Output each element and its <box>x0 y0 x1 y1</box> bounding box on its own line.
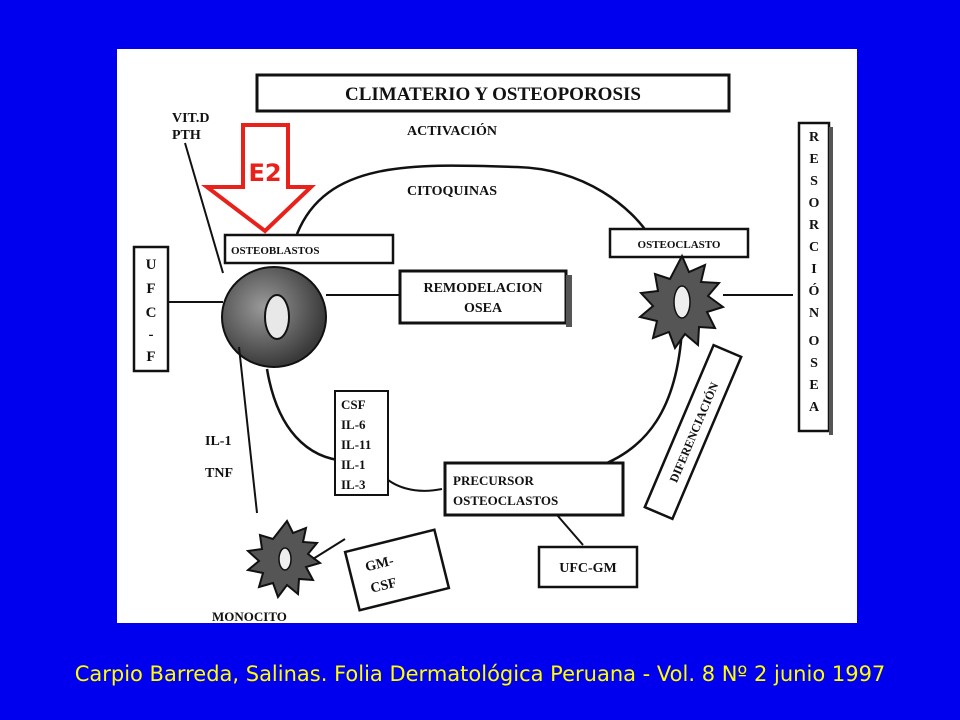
ufcf-letter: F <box>146 349 155 365</box>
precursor-label-2: OSTEOCLASTOS <box>453 493 558 508</box>
resorcion-letters: R E S O R C I Ó N O S E A <box>809 130 820 415</box>
cytokine-item: IL-1 <box>341 457 366 472</box>
vitd-line <box>184 142 224 274</box>
cycle-arc-right <box>596 328 684 469</box>
ufcgm-line <box>556 514 584 546</box>
resorcion-shadow <box>829 127 833 435</box>
resorcion-letter: O <box>809 334 820 349</box>
monocito-nucleus-icon <box>278 547 292 571</box>
remodelacion-label-2: OSEA <box>464 301 503 316</box>
resorcion-box <box>797 121 831 433</box>
monocito-line <box>312 538 346 560</box>
resorcion-letter: E <box>809 152 818 167</box>
resorcion-letter: C <box>809 240 819 255</box>
ufcf-letters: U F C - F <box>146 257 157 365</box>
precursor-box <box>443 461 625 517</box>
diagram-title: CLIMATERIO Y OSTEOPOROSIS <box>345 84 641 105</box>
cytokine-box <box>334 390 389 496</box>
resorcion-letter: N <box>809 306 819 321</box>
il1-line <box>238 346 258 514</box>
resorcion-letter: Ó <box>809 282 820 299</box>
remodelacion-shadow <box>566 275 572 327</box>
estrogen-arrow-icon <box>201 123 316 234</box>
ufcgm-label: UFC-GM <box>559 561 617 576</box>
osteoclasto-label: OSTEOCLASTO <box>638 239 721 251</box>
il1-label: IL-1 <box>205 434 231 449</box>
cytokine-item: IL-6 <box>341 417 366 432</box>
osteoclasto-box <box>608 227 750 259</box>
tnf-label: TNF <box>205 466 233 481</box>
osteoblastos-box <box>223 233 395 265</box>
cytokine-item: CSF <box>341 397 366 412</box>
osteoblastos-label: OSTEOBLASTOS <box>231 245 319 257</box>
activacion-label: ACTIVACIÓN <box>407 122 497 139</box>
citation: Carpio Barreda, Salinas. Folia Dermatoló… <box>74 662 886 686</box>
cytokine-item: IL-11 <box>341 437 371 452</box>
citoquinas-label: CITOQUINAS <box>407 184 497 199</box>
resorcion-letter: R <box>809 218 820 233</box>
ufcf-letter: U <box>146 257 157 273</box>
ufcf-letter: - <box>149 327 154 343</box>
resorcion-letter: A <box>809 400 820 415</box>
ufcf-letter: C <box>146 305 157 321</box>
vitd-label: VIT.D <box>172 111 209 126</box>
pth-label: PTH <box>172 128 201 143</box>
precursor-label-1: PRECURSOR <box>453 473 535 488</box>
monocito-label: MONOCITO <box>212 609 287 623</box>
gmcsf-label-2: CSF <box>369 576 398 597</box>
gmcsf-label-1: GM- <box>364 554 396 576</box>
resorcion-letter: R <box>809 130 820 145</box>
title-box <box>255 73 731 113</box>
remodelacion-label-1: REMODELACION <box>423 281 542 296</box>
resorcion-letter: O <box>809 196 820 211</box>
osteoporosis-diagram: CLIMATERIO Y OSTEOPOROSIS VIT.D PTH ACTI… <box>132 73 833 623</box>
resorcion-letter: E <box>809 378 818 393</box>
resorcion-letter: S <box>810 356 818 371</box>
resorcion-letter: I <box>811 262 816 277</box>
ufcf-letter: F <box>146 281 155 297</box>
remodelacion-box <box>398 269 568 325</box>
diferenciacion-box: DIFERENCIACIÓN <box>643 343 743 521</box>
cytokine-item: IL-3 <box>341 477 366 492</box>
estrogen-label: E2 <box>248 159 281 187</box>
osteoclast-nucleus-icon <box>673 285 691 319</box>
resorcion-letter: S <box>810 174 818 189</box>
ufcf-box <box>132 245 170 373</box>
ufcgm-box <box>537 545 639 589</box>
cycle-arc-top <box>295 164 651 236</box>
gmcsf-box: GM- CSF <box>343 528 451 612</box>
diagram-panel: CLIMATERIO Y OSTEOPOROSIS VIT.D PTH ACTI… <box>117 49 857 623</box>
osteoblast-nucleus-icon <box>264 294 290 340</box>
